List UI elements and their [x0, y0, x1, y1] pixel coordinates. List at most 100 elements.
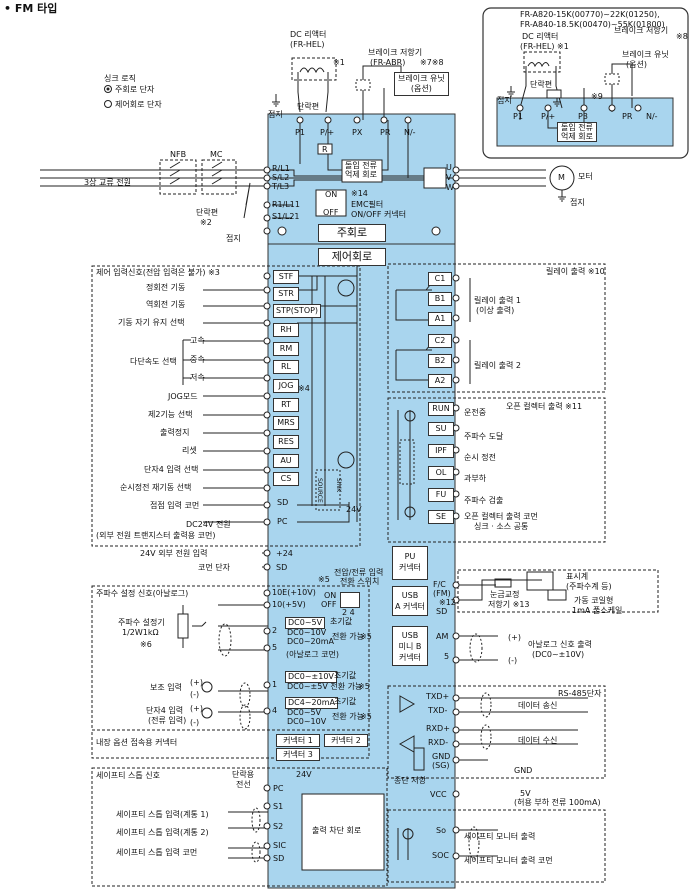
rs-gnd: GND	[432, 752, 451, 761]
power-input-label: 3상 교류 전원	[84, 178, 131, 187]
dc24-note: (외부 전원 트랜지스터 출력용 코먼)	[96, 531, 216, 540]
terminal-cs: CS	[273, 472, 299, 486]
inset-term-n: N/-	[646, 112, 658, 121]
page-title: • FM 타입	[4, 2, 58, 15]
connector-3[interactable]: 커넥터 3	[276, 748, 320, 761]
gnd-label: GND	[514, 766, 533, 775]
relay-b1: B1	[428, 292, 452, 306]
note1: ※1	[333, 58, 345, 67]
t2-init: 초기값	[330, 617, 353, 626]
speed-high: 고속	[190, 336, 205, 345]
safety-24v: 24V	[296, 770, 312, 779]
t4-minus: (-)	[190, 718, 200, 727]
term-1: 1	[272, 680, 278, 689]
term-t-l3: T/L3	[272, 182, 290, 191]
input-label-rt: 제2기능 선택	[148, 410, 193, 419]
rs485-header: RS-485단자	[558, 689, 602, 698]
inset-term-pr: PR	[622, 112, 633, 121]
control-circuit-label: 제어회로	[318, 248, 386, 266]
ground2-label: 접지	[226, 234, 241, 243]
v5-note: (허용 부하 전류 100mA)	[514, 798, 601, 807]
input-label-str: 역회전 기동	[146, 300, 186, 309]
data-tx-label: 데이터 송신	[518, 701, 558, 710]
terminal-res: RES	[273, 435, 299, 449]
note4: ※4	[298, 384, 310, 393]
safety-circuit: 출력 차단 회로	[312, 826, 362, 835]
t4-plus: (+)	[190, 704, 203, 713]
safety-header: 세이프티 스톱 신호	[96, 771, 160, 780]
v5-label: 5V	[520, 789, 531, 798]
data-rx-label: 데이터 수신	[518, 736, 558, 745]
t2-switchable: 전환 가능	[332, 632, 364, 641]
oc-se-label: 오픈 컬렉터 출력 코먼	[464, 512, 538, 521]
dc-reactor-label: DC 리액터	[290, 30, 327, 39]
freq-header: 주파수 설정 신호(아날로그)	[96, 589, 189, 598]
term-pr: PR	[380, 128, 391, 137]
note78: ※7※8	[420, 58, 444, 67]
input-label-jog: JOG모드	[168, 392, 198, 401]
multispeed-label: 다단속도 선택	[130, 357, 177, 366]
ground-label: 접지	[268, 110, 283, 119]
option-header: 내장 옵션 접속용 커넥터	[96, 738, 178, 747]
common-term: SD	[276, 563, 288, 572]
relay1-label: 릴레이 출력 1	[474, 296, 521, 305]
rs-rxd-minus: RXD-	[428, 738, 449, 747]
term-10: 10(+5V)	[272, 600, 306, 609]
t1-box2: DC0~±5V 전환 가능	[287, 682, 363, 691]
term-5: 5	[272, 643, 278, 652]
soc-label: 세이프티 모니터 출력 코먼	[464, 856, 553, 865]
t4-in-label: 단자4 입력	[146, 706, 184, 715]
term-res-label: 종단 저항	[394, 776, 426, 785]
am-plus: (+)	[508, 633, 521, 642]
connector-1[interactable]: 커넥터 1	[276, 734, 320, 747]
inset-term-p: P/+	[541, 112, 556, 121]
meter-label3: 가동 코일형	[574, 596, 614, 605]
terminal-mrs: MRS	[273, 416, 299, 430]
note12: ※12	[439, 598, 456, 607]
term-p-plus: P/+	[320, 128, 335, 137]
pot-label: 주파수 설정기	[118, 618, 165, 627]
relay-c1: C1	[428, 272, 452, 286]
t4-init: 초기값	[334, 697, 357, 706]
mc-label: MC	[210, 150, 223, 159]
relay-c2: C2	[428, 334, 452, 348]
term-v: V	[446, 173, 452, 182]
term-s1-l21: S1/L21	[272, 212, 300, 221]
analog-common: (아날로그 코먼)	[286, 650, 339, 659]
ext24-term: +24	[276, 549, 293, 558]
jumper-wire2: 전선	[236, 780, 251, 789]
analog-out-label: 아날로그 신호 출력	[528, 640, 592, 649]
input-header: 제어 입력신호(전압 입력은 불가) ※3	[96, 268, 220, 277]
voltage-current-switch[interactable]	[340, 592, 360, 608]
terminal-au: AU	[273, 454, 299, 468]
motor-symbol: M	[558, 173, 565, 182]
input-label-stf: 정회전 기동	[146, 283, 186, 292]
input-label-cs: 순시정전 재기동 선택	[120, 483, 192, 492]
t2-box3: DC0~20mA	[287, 637, 334, 646]
relay1-sub: (이상 출력)	[476, 306, 515, 315]
relay-a2: A2	[428, 374, 452, 388]
connector-2[interactable]: 커넥터 2	[324, 734, 368, 747]
inset-dc-reactor-model: (FR-HEL) ※1	[520, 42, 569, 51]
inset-brake-unit: 브레이크 유닛	[622, 50, 669, 59]
term-n-minus: N/-	[404, 128, 416, 137]
oc-run: RUN	[428, 402, 454, 416]
term-s-l2: S/L2	[272, 173, 290, 182]
oc-fu: FU	[428, 488, 454, 502]
control-circuit-terminal-label: 제어회로 단자	[115, 100, 162, 109]
inset-ground: 접지	[497, 96, 512, 105]
t2-box1: DC0~5V	[285, 617, 326, 629]
am-term: AM	[436, 632, 449, 641]
emc-on: ON	[325, 190, 338, 199]
oc-fu-label: 주파수 검출	[464, 496, 504, 505]
ext24-label: 24V 외부 전원 입력	[140, 549, 208, 558]
source-label: SOURCE	[316, 478, 323, 503]
term-p1: P1	[295, 128, 305, 137]
ground3-label: 접지	[570, 198, 585, 207]
input-label-sd: 접점 입력 코먼	[150, 501, 200, 510]
brake-resistor-model: (FR-ABR)	[370, 58, 406, 67]
